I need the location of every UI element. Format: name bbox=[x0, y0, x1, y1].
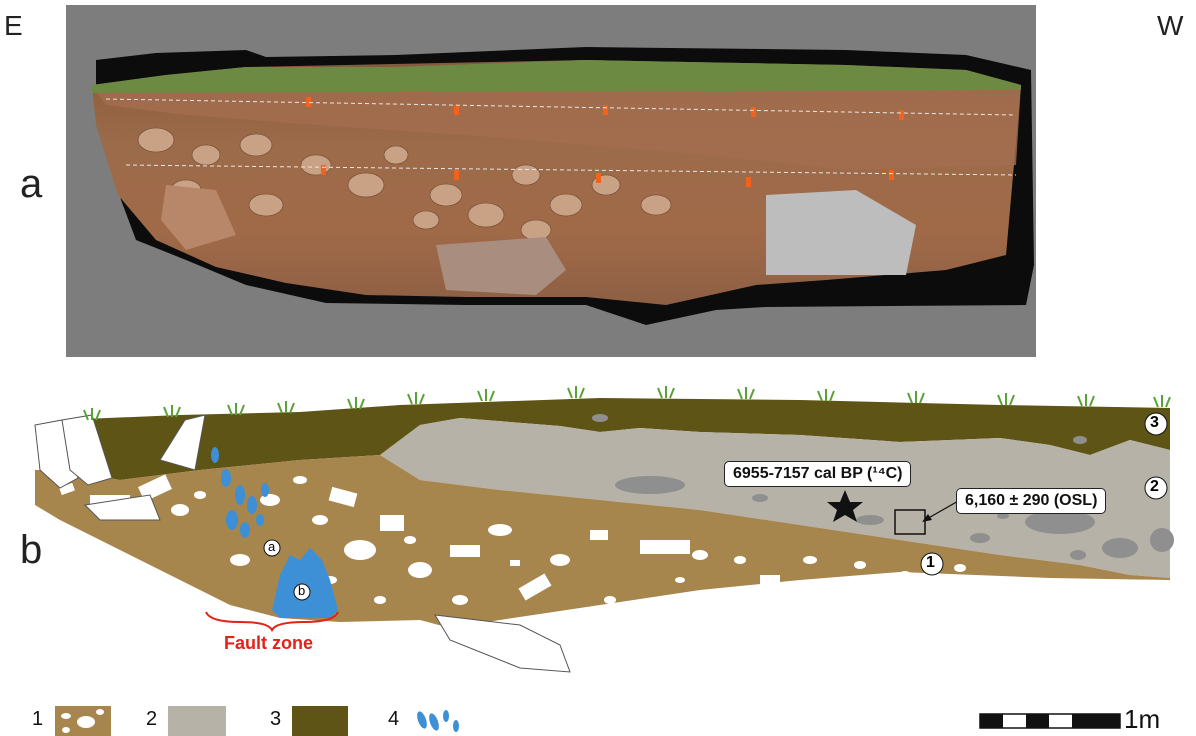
legend-swatch-unit-2 bbox=[168, 706, 226, 736]
legend-4-number: 4 bbox=[388, 708, 399, 731]
marker-b-label: b bbox=[298, 583, 305, 598]
marker-a-label: a bbox=[268, 539, 275, 554]
legend-swatch-unit-3 bbox=[292, 706, 348, 736]
unit-3-number: 3 bbox=[1150, 414, 1159, 432]
c14-date-label: 6955-7157 cal BP (¹⁴C) bbox=[724, 461, 911, 487]
osl-date-label: 6,160 ± 290 (OSL) bbox=[956, 488, 1106, 514]
scale-bar bbox=[980, 714, 1120, 728]
unit-2-number: 2 bbox=[1150, 478, 1159, 496]
unit-1-number: 1 bbox=[926, 554, 935, 572]
legend-2-number: 2 bbox=[146, 708, 157, 731]
legend-3-number: 3 bbox=[270, 708, 281, 731]
legend-swatch-water bbox=[415, 710, 459, 732]
legend-1-number: 1 bbox=[32, 708, 43, 731]
fault-zone-label: Fault zone bbox=[224, 633, 313, 654]
scale-bar-label: 1m bbox=[1124, 704, 1160, 735]
